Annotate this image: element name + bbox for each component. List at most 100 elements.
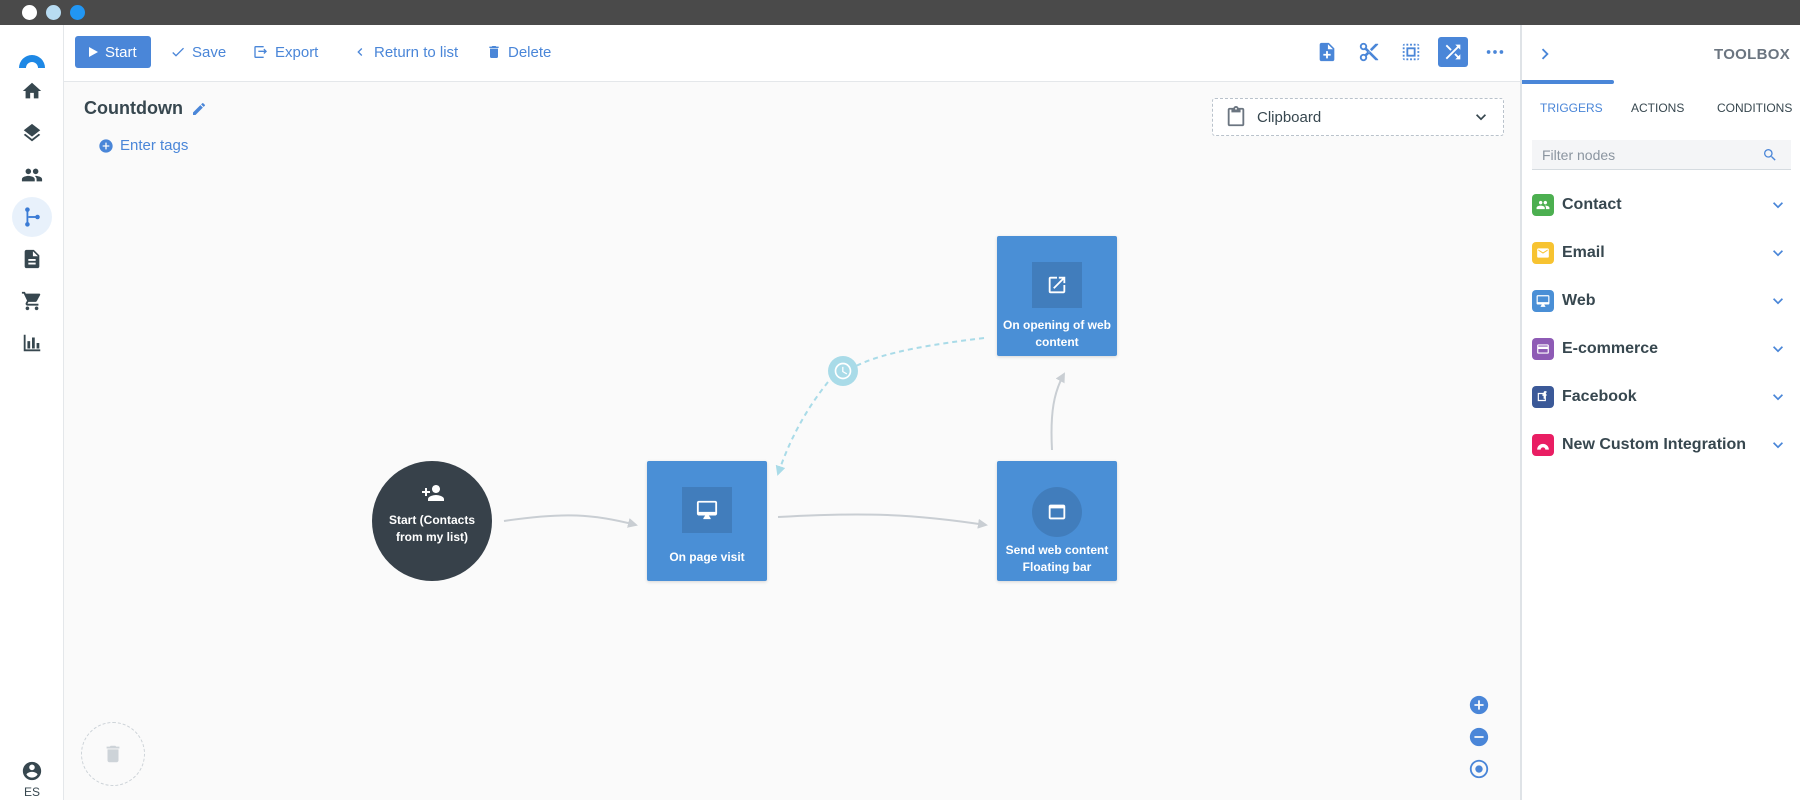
more-options-button[interactable] (1480, 37, 1510, 67)
category-contact[interactable]: Contact (1532, 187, 1792, 223)
chevron-down-icon (1476, 114, 1486, 121)
window-maximize-button[interactable] (70, 5, 85, 20)
zoom-in-button[interactable] (1468, 694, 1490, 716)
return-to-list-button[interactable]: Return to list (352, 36, 458, 68)
cut-button[interactable] (1354, 37, 1384, 67)
add-note-icon (1319, 42, 1335, 62)
category-new-custom-integration[interactable]: New Custom Integration (1532, 427, 1792, 463)
return-to-list-label: Return to list (374, 43, 459, 61)
workflow-title: Countdown (84, 98, 207, 119)
trash-icon (489, 46, 499, 58)
chevron-right-icon[interactable] (1534, 43, 1556, 65)
contacts-icon (1536, 200, 1550, 210)
connection-send-to-opening (1050, 372, 1065, 451)
add-note-button[interactable] (1312, 37, 1342, 67)
flow-node-start[interactable]: Start (Contacts from my list) (372, 461, 492, 581)
category-label: Email (1562, 244, 1605, 261)
automation-icon (25, 207, 40, 227)
bar-chart-icon (23, 334, 41, 352)
connection-opening-to-delay (855, 337, 985, 367)
select-area-button[interactable] (1396, 37, 1426, 67)
language-label: ES (23, 785, 40, 799)
facebook-icon (1537, 391, 1547, 402)
nav-contacts[interactable] (12, 155, 52, 195)
shuffle-icon (1445, 44, 1461, 60)
nav-ecommerce[interactable] (12, 281, 52, 321)
flow-node-send-web-content[interactable]: Send web content Floating bar (997, 461, 1117, 581)
select-area-icon (1402, 43, 1420, 61)
category-web[interactable]: Web (1532, 283, 1792, 319)
connection-start-to-page-visit (503, 514, 638, 528)
category-ecommerce[interactable]: E-commerce (1532, 331, 1792, 367)
envelope-icon (1537, 248, 1549, 258)
category-facebook[interactable]: Facebook (1532, 379, 1792, 415)
delete-button[interactable]: Delete (486, 36, 551, 68)
opening-web-content-node-label: On opening of web content (1003, 318, 1111, 349)
node-icon-box (1032, 487, 1082, 537)
browser-window-icon (1048, 504, 1066, 520)
save-button[interactable]: Save (170, 36, 226, 68)
category-icon-box (1532, 386, 1554, 408)
target-icon (1469, 759, 1489, 779)
export-button-label: Export (275, 43, 319, 61)
category-label: New Custom Integration (1562, 436, 1747, 453)
save-button-label: Save (192, 43, 227, 61)
start-button-label: Start (105, 43, 137, 61)
clipboard-dropdown[interactable]: Clipboard (1212, 98, 1504, 136)
chevron-down-icon (1773, 346, 1783, 353)
node-icon-box (682, 487, 732, 533)
tab-triggers[interactable]: TRIGGERS (1540, 101, 1603, 115)
tab-actions[interactable]: ACTIONS (1631, 101, 1685, 115)
card-icon (1537, 344, 1549, 354)
trash-drop-zone[interactable] (81, 722, 145, 786)
clipboard-label: Clipboard (1257, 108, 1322, 126)
enter-tags-button[interactable]: Enter tags (98, 137, 188, 154)
page-visit-node-label: On page visit (669, 550, 745, 564)
nav-user-profile[interactable]: ES (12, 760, 52, 799)
export-button[interactable]: Export (253, 36, 318, 68)
flow-node-page-visit[interactable]: On page visit (647, 461, 767, 581)
nav-home[interactable] (12, 71, 52, 111)
zoom-out-button[interactable] (1468, 726, 1490, 748)
active-tab-indicator (1522, 80, 1614, 84)
recenter-button[interactable] (1468, 758, 1490, 780)
nav-statistics[interactable] (12, 323, 52, 363)
workflow-title-text: Countdown (84, 98, 183, 118)
window-close-button[interactable] (22, 5, 37, 20)
home-icon (22, 82, 42, 99)
left-navigation: ES (0, 25, 64, 800)
nav-layers[interactable] (12, 113, 52, 153)
toolbox-tabs: TRIGGERS ACTIONS CONDITIONS (1522, 82, 1800, 118)
category-label: Web (1562, 292, 1596, 309)
check-icon (172, 47, 184, 57)
workflow-canvas[interactable]: Countdown Enter tags Clipboard Start (Co… (64, 82, 1520, 800)
window-titlebar (0, 0, 1800, 25)
toolbox-header: TOOLBOX (1522, 25, 1800, 82)
flow-node-opening-web-content[interactable]: On opening of web content (997, 236, 1117, 356)
chevron-down-icon (1773, 298, 1783, 305)
add-circle-icon (99, 138, 113, 153)
editor-toolbar: Start Save Export Return to list Delete (64, 25, 1520, 82)
enter-tags-label: Enter tags (120, 137, 189, 154)
category-label: Contact (1562, 196, 1622, 213)
start-node-label: Start (Contacts from my list) (388, 513, 475, 544)
pencil-icon[interactable] (191, 101, 207, 117)
document-icon (24, 249, 40, 269)
filter-nodes-input[interactable] (1532, 140, 1791, 170)
auto-layout-button[interactable] (1438, 37, 1468, 67)
more-icon (1486, 50, 1504, 54)
brand-logo-icon[interactable] (17, 44, 47, 74)
category-icon-box (1532, 194, 1554, 216)
chevron-left-icon (357, 48, 363, 56)
start-button[interactable]: Start (75, 36, 151, 68)
delay-marker[interactable] (828, 356, 858, 386)
monitor-icon (696, 500, 718, 520)
category-email[interactable]: Email (1532, 235, 1792, 271)
window-minimize-button[interactable] (46, 5, 61, 20)
nav-documents[interactable] (12, 239, 52, 279)
nav-automation[interactable] (12, 197, 52, 237)
flow-connections (503, 337, 1065, 529)
clipboard-icon (1227, 106, 1245, 127)
tab-conditions[interactable]: CONDITIONS (1717, 101, 1793, 115)
search-icon (1764, 149, 1776, 161)
